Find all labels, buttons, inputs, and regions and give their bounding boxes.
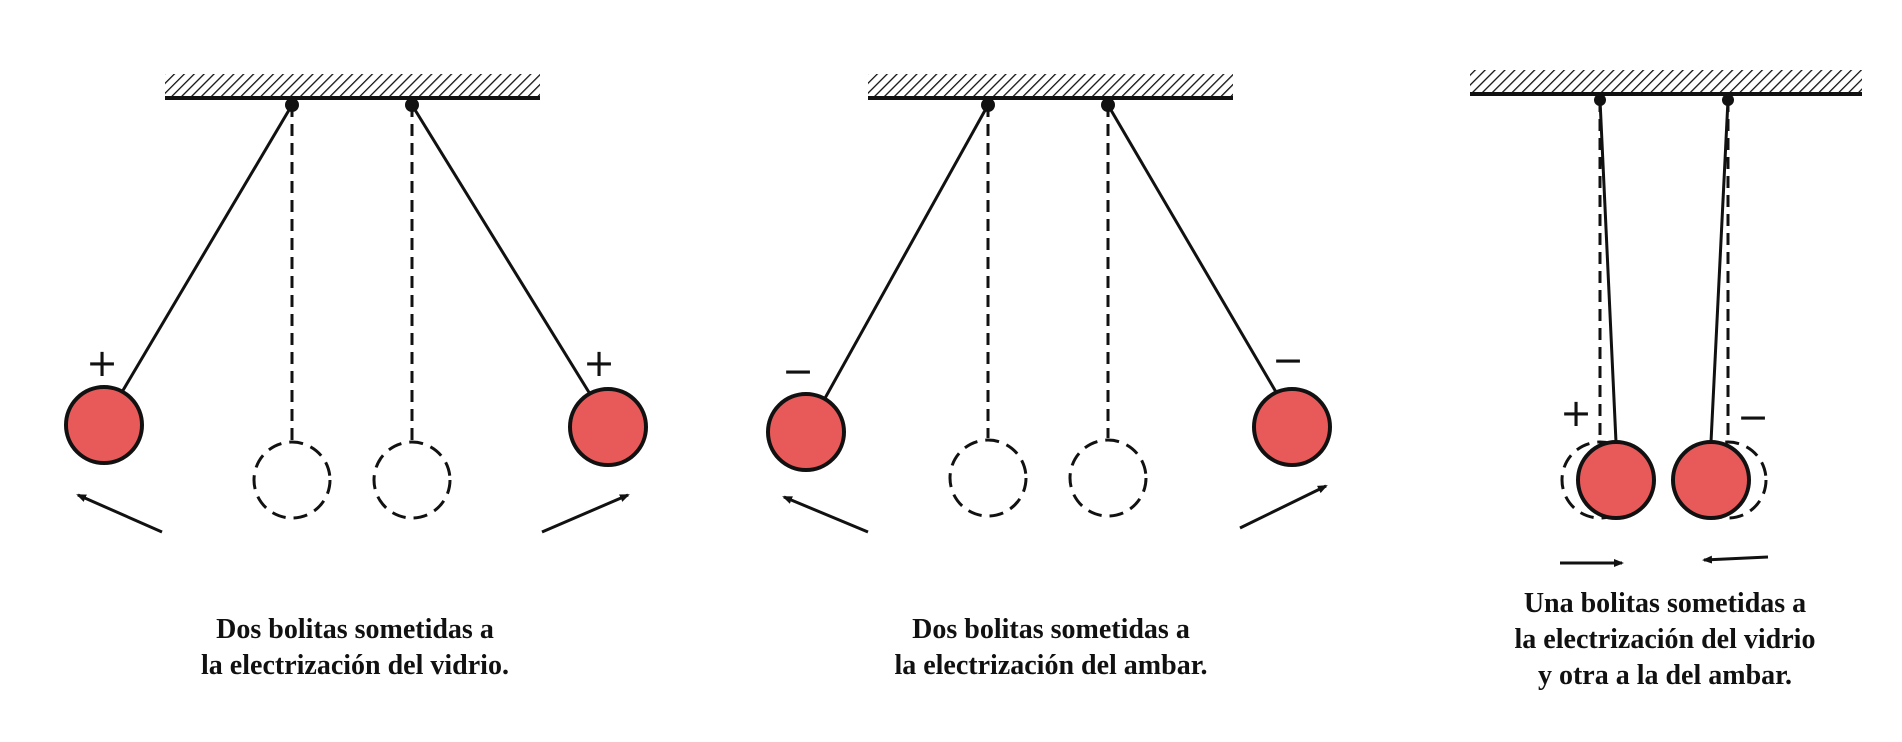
caption-panel-2: Dos bolitas sometidas a la electrización… <box>836 612 1266 684</box>
rest-ball-right <box>1068 438 1148 518</box>
charged-ball-left <box>766 392 846 472</box>
caption-panel-3: Una bolitas sometidas a la electrización… <box>1450 586 1880 694</box>
caption-line: Dos bolitas sometidas a <box>912 614 1190 645</box>
thread-left <box>120 104 294 393</box>
arrow-right <box>1702 555 1769 564</box>
caption-line: Una bolitas sometidas a <box>1523 588 1807 619</box>
charge-sign-left: + <box>86 341 118 385</box>
thread-right <box>1106 104 1278 393</box>
caption-line: la electrización del ambar. <box>894 650 1208 681</box>
panel-glass-electrization: + + <box>64 74 648 534</box>
thread-left <box>1598 99 1618 443</box>
charged-ball-left <box>64 385 144 465</box>
caption-panel-1: Dos bolitas sometidas a la electrización… <box>140 612 570 684</box>
panel-glass-and-amber: + − <box>1470 70 1862 567</box>
charged-ball-right <box>568 387 648 467</box>
ceiling-support <box>165 74 540 100</box>
charge-sign-left: − <box>782 349 814 393</box>
charge-sign-right: + <box>583 341 615 385</box>
thread-left <box>822 104 990 401</box>
charge-sign-right: − <box>1272 338 1304 382</box>
caption-line: Dos bolitas sometidas a <box>216 614 494 645</box>
caption-line: y otra a la del ambar. <box>1537 660 1793 691</box>
charged-ball-right <box>1252 387 1332 467</box>
caption-line: la electrización del vidrio. <box>201 650 509 681</box>
rest-ball-left <box>948 438 1028 518</box>
arrow-right <box>1239 484 1328 530</box>
arrow-right <box>541 493 630 534</box>
rest-ball-left <box>252 440 332 520</box>
thread-right <box>410 104 592 395</box>
ceiling-support <box>1470 70 1862 96</box>
charged-ball-left <box>1576 440 1656 520</box>
panel-amber-electrization: − − <box>766 74 1332 534</box>
thread-right <box>1709 99 1730 443</box>
arrow-left <box>782 495 869 534</box>
charge-sign-left: + <box>1560 391 1592 435</box>
ceiling-support <box>868 74 1233 100</box>
caption-line: la electrización del vidrio <box>1514 624 1816 655</box>
arrow-left <box>76 493 163 534</box>
charged-ball-right <box>1671 440 1751 520</box>
charge-sign-right: − <box>1737 395 1769 439</box>
rest-ball-right <box>372 440 452 520</box>
